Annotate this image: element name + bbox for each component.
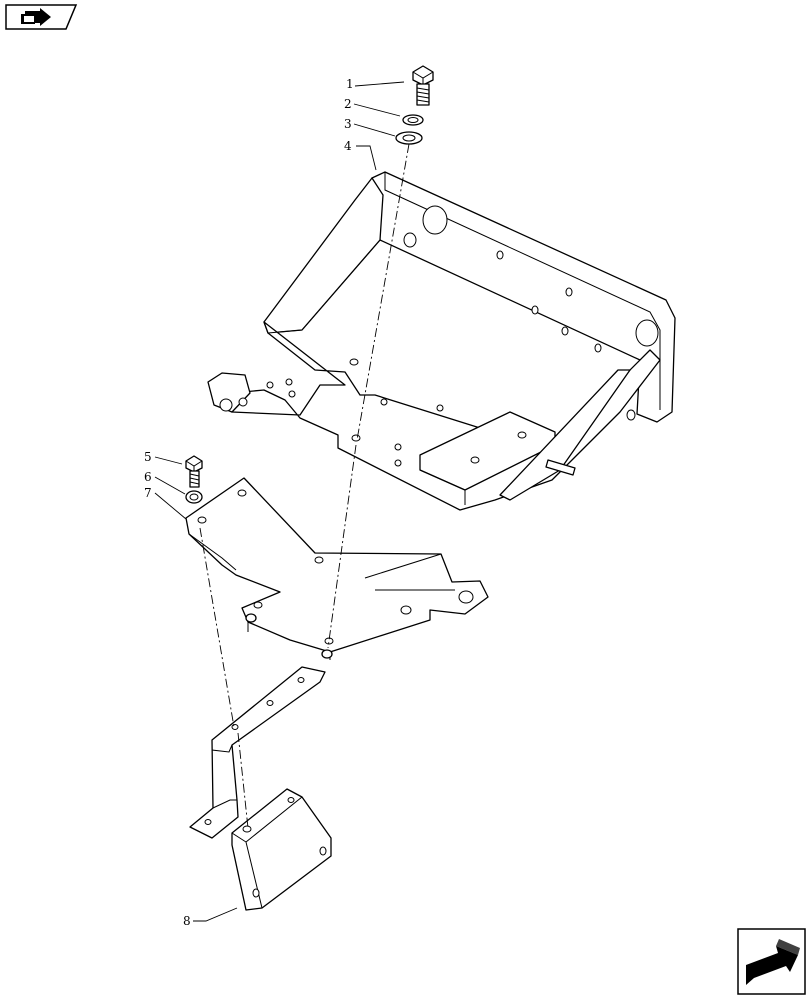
callout-2: 2 (344, 97, 352, 111)
z-strap-bracket (189, 666, 326, 839)
leader-lines (154, 81, 405, 922)
callout-4: 4 (344, 139, 352, 153)
bolt-part-1 (412, 65, 434, 106)
washer-part-3 (395, 131, 423, 145)
callout-5: 5 (144, 450, 152, 464)
bolt-part-5 (185, 455, 203, 488)
callout-numbers: 1 2 3 4 5 6 7 8 (144, 77, 354, 928)
callout-7: 7 (144, 486, 152, 500)
support-plate-part-7 (185, 477, 489, 660)
callout-8: 8 (183, 914, 191, 928)
callout-1: 1 (346, 77, 354, 91)
back-button[interactable] (5, 4, 78, 30)
next-page-button[interactable] (737, 928, 806, 995)
main-bracket-frame (207, 171, 676, 511)
angle-plate-part-8 (231, 788, 332, 911)
callout-3: 3 (344, 117, 352, 131)
washer-part-2 (402, 114, 424, 126)
assembly-center-lines (199, 143, 410, 829)
back-arrow-icon (21, 8, 51, 26)
washer-part-6 (185, 490, 203, 504)
next-page-arrow-icon (746, 939, 800, 985)
callout-6: 6 (144, 470, 152, 484)
